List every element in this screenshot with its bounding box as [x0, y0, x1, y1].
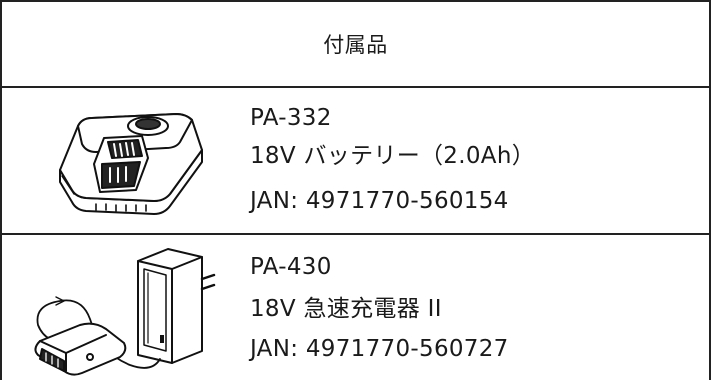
item-description: 18V バッテリー（2.0Ah） — [250, 143, 535, 169]
item-jan-code: JAN: 4971770-560727 — [250, 336, 509, 362]
item-model: PA-430 — [250, 254, 332, 280]
table-header-title: 付属品 — [323, 33, 388, 57]
table-header: 付属品 — [2, 2, 709, 88]
table-row: PA-332 18V バッテリー（2.0Ah） JAN: 4971770-560… — [2, 88, 709, 235]
table-row: PA-430 18V 急速充電器 II JAN: 4971770-560727 — [2, 235, 709, 382]
charger-icon — [34, 248, 216, 376]
battery-pack-icon — [59, 113, 203, 215]
item-jan-code: JAN: 4971770-560154 — [250, 188, 509, 214]
item-model: PA-332 — [250, 105, 332, 131]
item-description: 18V 急速充電器 II — [250, 296, 442, 322]
